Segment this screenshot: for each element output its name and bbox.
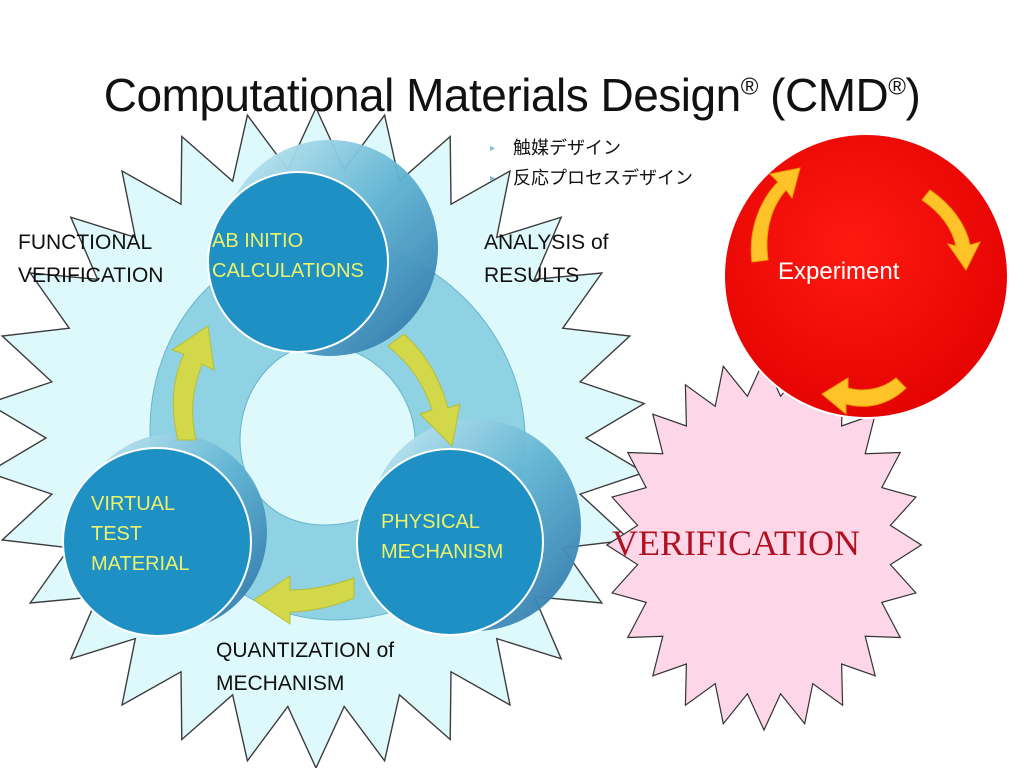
cycle-arrows: [170, 325, 461, 625]
node-label-line: AB INITIO: [212, 230, 304, 252]
title-reg-mark-2: ®: [888, 73, 906, 101]
arrow-virtual-to-ab: [170, 325, 215, 441]
node-virtual-test-material: [62, 447, 252, 637]
experiment-arrow-bottom: [821, 377, 907, 416]
arrow-ab-to-physical: [387, 333, 461, 448]
node-label-line: VIRTUAL: [91, 493, 176, 515]
node-label-line: MECHANISM: [381, 541, 504, 563]
label-line: VERIFICATION: [18, 264, 164, 287]
node-label-line: MATERIAL: [91, 553, 190, 575]
bullet-text: 反応プロセスデザイン: [513, 168, 694, 189]
experiment-label: Experiment: [778, 258, 900, 285]
node-label-physical-mechanism: PHYSICAL MECHANISM: [381, 507, 503, 567]
verification-label: VERIFICATION: [612, 523, 860, 563]
node-label-line: PHYSICAL: [381, 511, 480, 533]
bullet-item: ▸ 反応プロセスデザイン: [490, 164, 693, 194]
label-functional-verification: FUNCTIONAL VERIFICATION: [18, 226, 163, 292]
node-ab-initio: [207, 171, 389, 353]
page-title: Computational Materials Design® (CMD®): [0, 68, 1024, 122]
title-close-paren: ): [905, 69, 921, 121]
node-label-virtual-test-material: VIRTUAL TEST MATERIAL: [91, 489, 190, 579]
bullet-marker-icon: ▸: [490, 173, 496, 184]
node-label-line: TEST: [91, 523, 143, 545]
bullet-marker-icon: ▸: [490, 143, 496, 154]
verification-starburst: [605, 358, 923, 732]
label-line: RESULTS: [484, 264, 580, 287]
label-analysis-of-results: ANALYSIS of RESULTS: [484, 226, 609, 292]
bullet-item: ▸ 触媒デザイン: [490, 134, 693, 164]
title-reg-mark-1: ®: [740, 73, 759, 101]
label-line: MECHANISM: [216, 672, 345, 695]
node-label-ab-initio: AB INITIO CALCULATIONS: [212, 226, 364, 286]
node-label-line: CALCULATIONS: [212, 260, 364, 282]
label-line: FUNCTIONAL: [18, 231, 153, 254]
arrow-physical-to-virtual: [253, 575, 355, 625]
node-physical-mechanism: [356, 448, 544, 636]
title-cmd: (CMD: [757, 69, 889, 121]
experiment-arrows: [750, 167, 981, 416]
title-main: Computational Materials Design: [103, 69, 741, 121]
label-line: ANALYSIS of: [484, 231, 609, 254]
label-line: QUANTIZATION of: [216, 639, 395, 662]
experiment-arrow-left: [750, 167, 801, 263]
design-bullet-list: ▸ 触媒デザイン ▸ 反応プロセスデザイン: [490, 134, 693, 194]
bullet-text: 触媒デザイン: [513, 138, 622, 159]
label-quantization-of-mechanism: QUANTIZATION of MECHANISM: [216, 634, 394, 700]
experiment-arrow-right: [921, 189, 981, 271]
